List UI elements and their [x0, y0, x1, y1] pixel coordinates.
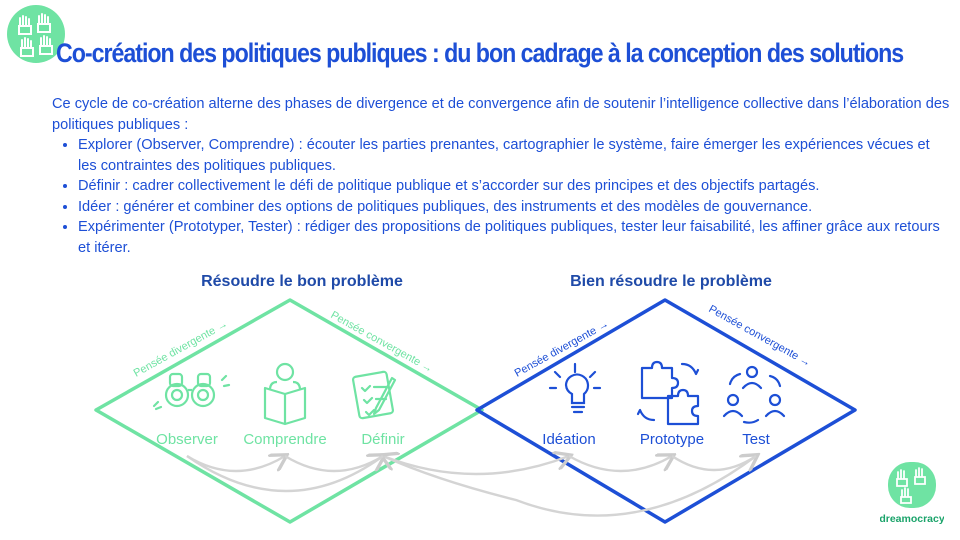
- left-diamond: [94, 298, 484, 524]
- right-diamond: [475, 298, 857, 524]
- left-convergent-label: Pensée convergente →: [329, 309, 435, 375]
- bullet-ideer: Idéer : générer et combiner des options …: [78, 197, 952, 218]
- iteration-arrows: [186, 456, 756, 517]
- stage-definir-label: Définir: [361, 431, 404, 448]
- logo-text: dreamocracy: [880, 513, 944, 525]
- stage-test-label: Test: [742, 431, 770, 448]
- dreamocracy-hands-logo: [6, 4, 66, 64]
- stage-ideation-label: Idéation: [542, 431, 595, 448]
- page-title: Co-création des politiques publiques : d…: [56, 38, 904, 68]
- stage-comprendre-label: Comprendre: [243, 431, 326, 448]
- right-divergent-label: Pensée divergente →: [513, 318, 611, 380]
- intro-text: Ce cycle de co-création alterne des phas…: [52, 96, 950, 133]
- checklist-pen-icon: [351, 370, 397, 420]
- reading-person-icon: [263, 362, 307, 426]
- bullet-experimenter: Expérimenter (Prototyper, Tester) : rédi…: [78, 217, 952, 258]
- binoculars-icon: [152, 372, 231, 411]
- stage-prototype-label: Prototype: [640, 431, 704, 448]
- left-divergent-label: Pensée divergente →: [132, 318, 230, 380]
- double-diamond-diagram: Résoudre le bon problème Bien résoudre l…: [94, 273, 857, 524]
- lightbulb-icon: [548, 362, 602, 414]
- stage-observer-label: Observer: [156, 431, 218, 448]
- user-cycle-icon: [722, 365, 786, 424]
- dreamocracy-logo: dreamocracy: [879, 460, 945, 530]
- left-diamond-heading: Résoudre le bon problème: [201, 273, 403, 290]
- right-convergent-label: Pensée convergente →: [707, 303, 813, 369]
- bullet-explorer: Explorer (Observer, Comprendre) : écoute…: [78, 135, 952, 176]
- phase-list: Explorer (Observer, Comprendre) : écoute…: [52, 135, 952, 258]
- right-diamond-heading: Bien résoudre le problème: [570, 273, 772, 290]
- bullet-definir: Définir : cadrer collectivement le défi …: [78, 176, 952, 197]
- puzzle-icon: [636, 360, 700, 426]
- intro-block: Ce cycle de co-création alterne des phas…: [52, 94, 952, 258]
